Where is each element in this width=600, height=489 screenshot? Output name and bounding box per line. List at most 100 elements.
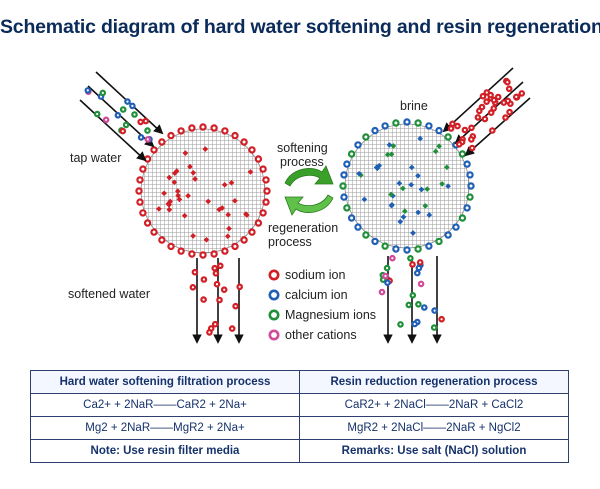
ion-dot [384,279,391,287]
ion-dot [206,329,213,336]
ion-dot [479,92,487,100]
ion-dot [210,124,218,132]
ion-dot [466,171,474,179]
ion-dot [144,127,151,134]
ion-dot [376,162,383,169]
ion-dot [232,197,238,204]
ion-dot [444,164,450,171]
ion-dot [416,259,424,266]
ion-dot [211,264,219,272]
ion-dot [389,254,396,262]
ion-dot [408,181,415,188]
ion-dot [354,141,362,149]
ion-dot [190,233,196,239]
ion-dot [167,198,174,205]
ion-dot [420,304,428,311]
ion-dot [467,136,475,143]
ion-dot [119,127,127,135]
ion-dot [436,143,443,150]
ion-dot [452,223,460,231]
ion-dot [247,169,254,175]
ion-dot [205,198,212,205]
ion-dot [458,214,467,222]
ion-dot [158,138,166,146]
ion-dot [481,115,489,123]
ion-dot [228,325,236,332]
softening-process-label: softening process [277,141,331,169]
ion-dot [224,233,231,240]
ion-dot [410,230,416,236]
ion-dot [417,135,424,142]
ion-dot [210,250,218,258]
ion-dot [231,242,239,251]
ion-dot [458,150,467,158]
ion-dot [137,118,144,126]
ion-dot [174,188,181,195]
ion-dot [388,202,395,209]
svg-text:Magnesium ions: Magnesium ions [285,308,376,322]
ion-dot [182,150,189,156]
ion-dot [144,136,152,143]
ion-dot [483,98,490,106]
ion-dot [199,251,207,259]
ion-dot [500,99,508,106]
ion-dot [122,121,130,129]
ion-dot [340,193,348,201]
ion-dot [220,286,228,294]
ion-dot [200,276,208,283]
ion-dot [371,237,379,246]
reaction-cell: Ca2+ + 2NaR——CaR2 + 2Na+ [30,393,300,417]
ion-dot [167,242,175,251]
ion-dot [381,242,389,250]
ion-dot [506,108,513,116]
ion-dot [432,148,439,155]
ion-dot [150,146,158,154]
ion-dot [166,174,173,181]
table-row: Mg2 + 2NaR——MgR2 + 2Na+ MgR2 + 2NaCl——2N… [30,416,569,440]
ion-dot [468,124,475,132]
svg-text:other cations: other cations [285,328,357,342]
ion-dot [131,111,138,118]
ion-dot [263,187,271,195]
ion-dot [381,122,389,130]
ion-dot [156,206,162,212]
ion-dot [139,165,147,173]
legend-calcium-ion: calcium ion [268,288,348,302]
ion-dot [487,109,495,117]
ion-dot [221,247,229,255]
ion-dot [362,231,370,239]
ion-dot [468,144,476,152]
ion-dot [494,93,502,101]
ion-dot [93,110,101,118]
legend-sodium-ion: sodium ion [268,268,345,282]
ion-dot [397,218,404,225]
ion-dot [438,315,445,323]
ion-dot [102,116,110,124]
reaction-cell: Mg2 + 2NaR——MgR2 + 2Na+ [30,416,300,440]
brine-label: brine [400,99,428,113]
softened-water-label: softened water [68,287,150,301]
ion-dot [221,181,228,188]
ion-dot [240,138,248,146]
ion-dot [454,122,461,130]
ion-dot [502,114,509,121]
ion-dot [463,204,471,212]
ion-dot [403,246,411,254]
resin-bead-softening [135,123,271,259]
ion-dot [171,179,178,186]
ion-dot [490,96,498,104]
ion-dot [487,91,494,99]
ion-dot [463,160,471,168]
ion-dot [177,247,185,255]
ion-dot [161,190,167,197]
brine-inflow-arrows [442,67,531,157]
ion-dot [212,269,220,277]
ion-dot [461,126,469,134]
table-row: Ca2+ + 2NaR——CaR2 + 2Na+ CaR2+ + 2NaCl——… [30,393,569,417]
ion-dot [388,151,395,158]
ion-dot [166,206,173,213]
ion-dot [192,176,198,182]
ion-dot [413,269,421,277]
ion-dot [189,283,197,291]
ion-dot [378,288,386,296]
